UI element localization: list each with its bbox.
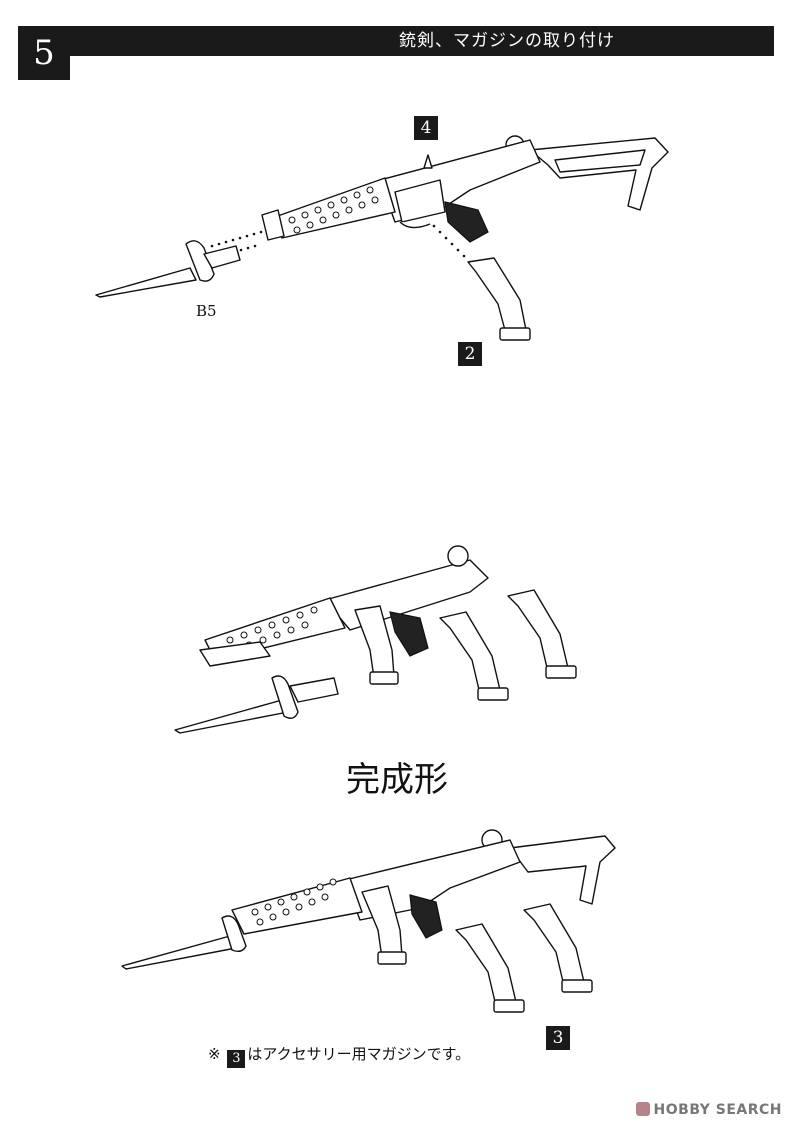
note-mark: ※	[208, 1045, 221, 1063]
step-header-bar	[18, 26, 774, 56]
watermark-text: HOBBY SEARCH	[653, 1102, 782, 1118]
hobby-search-logo-icon	[635, 1102, 650, 1116]
magazine-illustration	[455, 903, 593, 1013]
final-form-label: 完成形	[346, 760, 448, 800]
smg-illustration	[231, 829, 616, 965]
guide-dots	[210, 224, 472, 264]
part-label-bayonet: B5	[196, 302, 217, 320]
part-number-magazine: 2	[458, 342, 482, 366]
bayonet-illustration	[174, 675, 339, 734]
magazine-illustration	[467, 257, 531, 341]
note-part-box: 3	[227, 1050, 246, 1068]
watermark: HOBBY SEARCH	[635, 1102, 782, 1118]
bayonet-illustration	[95, 240, 241, 298]
part-number-receiver: 4	[414, 116, 438, 140]
part-number-accessory-magazine: 3	[546, 1026, 570, 1050]
magazine-illustration	[354, 589, 577, 701]
bayonet-illustration	[121, 915, 247, 970]
smg-illustration	[199, 545, 489, 667]
smg-illustration	[261, 135, 669, 243]
step-number: 5	[18, 26, 70, 80]
note-text: はアクセサリー用マガジンです。	[247, 1045, 471, 1063]
step-title: 銃剣、マガジンの取り付け	[399, 31, 615, 51]
